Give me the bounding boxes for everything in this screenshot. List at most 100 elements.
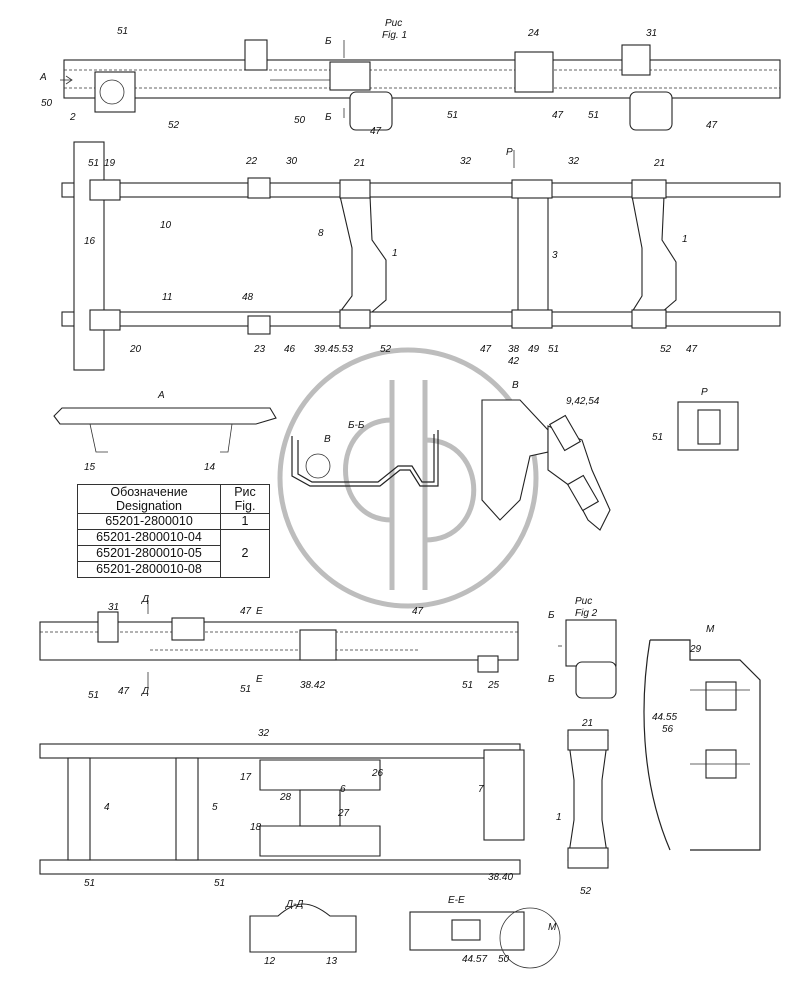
callout: 14 (204, 462, 216, 473)
fig-cell: 2 (220, 529, 270, 578)
mark-m: М (548, 922, 557, 933)
title-view-b-b: Б-Б (348, 420, 365, 431)
callout: 52 (580, 886, 592, 897)
designation-table: Обозначение Designation Рис Fig. 65201-2… (77, 484, 270, 578)
callout: 31 (646, 28, 657, 39)
designation-cell: 65201-2800010-05 (77, 545, 221, 562)
fig2-label-en: Fig 2 (575, 608, 598, 619)
mark-a: А (39, 72, 47, 83)
callout: 38 (508, 344, 520, 355)
section-d-d (249, 903, 357, 953)
callout: 19 (104, 158, 116, 169)
callout: 23 (253, 344, 266, 355)
mark-p: Р (506, 147, 513, 158)
mark-b-top: Б (325, 36, 332, 47)
designation-cell: 65201-2800010-04 (77, 529, 221, 546)
callout: 30 (286, 156, 298, 167)
designation-cell: 65201-2800010 (77, 513, 221, 530)
callout: 21 (353, 158, 365, 169)
callout: 1 (392, 248, 398, 259)
table-row: 65201-2800010 1 (77, 513, 270, 530)
view-frame-plan-fig1 (61, 141, 781, 371)
callout: 24 (527, 28, 540, 39)
callout: 12 (264, 956, 276, 967)
section-marks: А Б Б Р В Д Д Е Е Б Б М (39, 36, 557, 933)
view-frame-side-rail-fig1 (60, 39, 781, 131)
header-designation: Обозначение Designation (77, 484, 221, 514)
mark-e-top: Е (256, 606, 263, 617)
callout: 50 (41, 98, 53, 109)
callout: 51 (240, 684, 251, 695)
callout: 44.55 (652, 712, 677, 723)
callout: 52 (168, 120, 180, 131)
callout: 11 (162, 292, 172, 303)
watermark-logo (277, 347, 539, 609)
view-crossmember-fig2 (567, 729, 609, 869)
table-row: 65201-2800010-04 2 (77, 529, 270, 578)
callout: 10 (160, 220, 172, 231)
callout: 18 (250, 822, 262, 833)
callout: 8 (318, 228, 324, 239)
title-view-d-d: Д-Д (285, 899, 303, 910)
callout: 3 (552, 250, 558, 261)
header-fig: Рис Fig. (220, 484, 270, 514)
callout: 38.40 (488, 872, 513, 883)
mark-b-fig2-top: Б (548, 610, 555, 621)
callout: 15 (84, 462, 96, 473)
fig2-label-ru: Рис (575, 596, 592, 607)
callout: 47 (552, 110, 564, 121)
callout: 51 (447, 110, 458, 121)
mark-b-fig2-bottom: Б (548, 674, 555, 685)
mark-d-top: Д (141, 594, 149, 605)
designation-cell: 65201-2800010-08 (77, 561, 221, 578)
callout: 49 (528, 344, 540, 355)
fig1-label-ru: Рис (385, 18, 402, 29)
callout: 47 (480, 344, 492, 355)
section-titles: А Б-Б В Р М Д-Д Е-Е (157, 380, 715, 910)
callout: 48 (242, 292, 254, 303)
callout: 44.57 (462, 954, 487, 965)
section-e-e (409, 907, 561, 969)
callout: 13 (326, 956, 338, 967)
mark-e-bottom: Е (256, 674, 263, 685)
callout: 32 (258, 728, 270, 739)
callout: 20 (129, 344, 142, 355)
callout: 28 (279, 792, 292, 803)
fig-cell: 1 (220, 513, 270, 530)
fig1-label-en: Fig. 1 (382, 30, 407, 41)
callout: 32 (568, 156, 580, 167)
title-view-e-e: Е-Е (448, 895, 465, 906)
callout: 47 (706, 120, 718, 131)
section-b-b (291, 430, 439, 487)
callout: 39.45.53 (314, 344, 353, 355)
view-a-crossmember (53, 407, 277, 453)
view-m-detail (643, 639, 761, 851)
callout: 50 (498, 954, 510, 965)
callout: 51 (88, 158, 99, 169)
table-header-row: Обозначение Designation Рис Fig. (77, 484, 270, 514)
callout: 6 (340, 784, 346, 795)
callout: 21 (581, 718, 593, 729)
callout: 9,42,54 (566, 396, 600, 407)
callout: 47 (370, 126, 382, 137)
callout: 46 (284, 344, 296, 355)
callout: 1 (556, 812, 562, 823)
figure-labels: Рис Fig. 1 Рис Fig 2 (382, 18, 598, 619)
mark-v: В (324, 434, 331, 445)
callout: 27 (337, 808, 350, 819)
table-row: 65201-2800010-08 (77, 561, 270, 578)
view-p-detail (677, 401, 739, 451)
callout: 52 (660, 344, 672, 355)
callout: 47 (240, 606, 252, 617)
callout: 4 (104, 802, 110, 813)
callout: 29 (689, 644, 702, 655)
callout: 22 (245, 156, 258, 167)
view-v-bracket (481, 399, 611, 531)
callout: 1 (682, 234, 688, 245)
mark-d-bottom: Д (141, 686, 149, 697)
callout: 51 (588, 110, 599, 121)
callout: 21 (653, 158, 665, 169)
title-view-m: М (706, 624, 715, 635)
callout: 7 (478, 784, 484, 795)
